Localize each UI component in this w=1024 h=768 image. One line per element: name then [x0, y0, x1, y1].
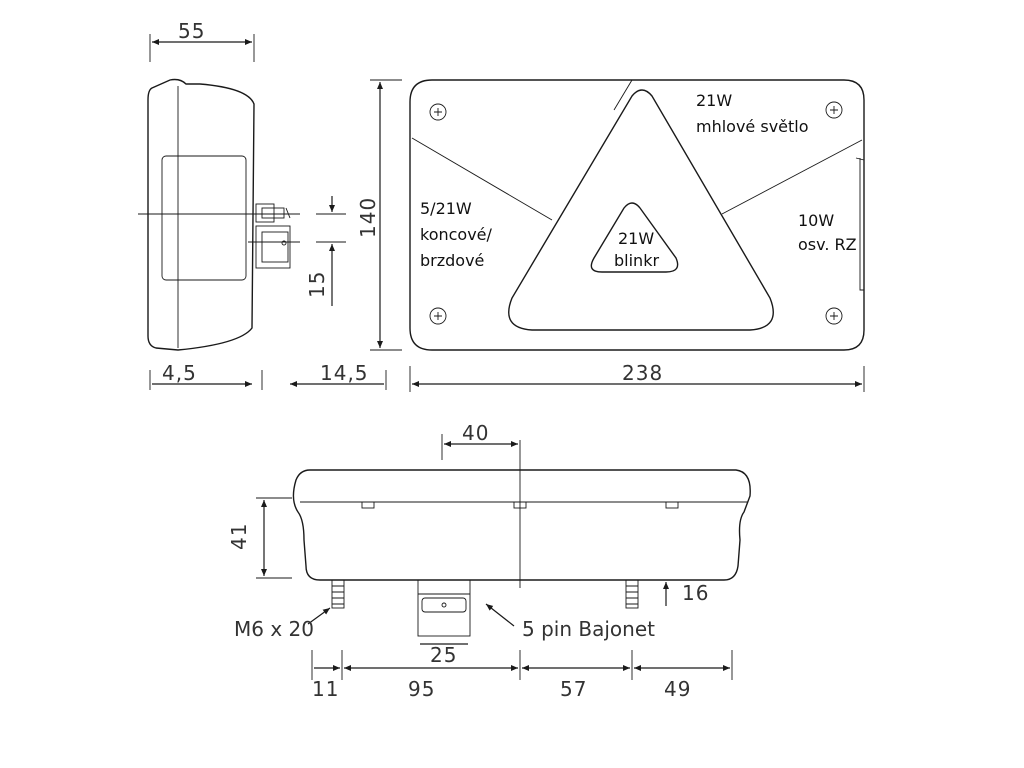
dim-seg-4: 49	[664, 677, 691, 701]
dim-bottom-height: 41	[227, 523, 251, 550]
dim-flange: 4,5	[162, 361, 197, 385]
dim-side-depth: 55	[178, 19, 205, 43]
label-blinker-watt: 21W	[618, 229, 654, 248]
front-view	[409, 79, 865, 351]
dim-center-offset: 40	[462, 421, 489, 445]
bottom-dimensions	[256, 434, 733, 680]
front-dimensions	[409, 366, 865, 392]
label-blinker-name: blinkr	[614, 251, 659, 270]
screw-hole-icon	[429, 101, 843, 325]
label-fog-name: mhlové světlo	[696, 117, 809, 136]
label-tail-name-2: brzdové	[420, 251, 484, 270]
dim-stud-height: 16	[682, 581, 709, 605]
label-tail-name-1: koncové/	[420, 225, 493, 244]
label-fog-watt: 21W	[696, 91, 732, 110]
bottom-view	[292, 440, 751, 637]
label-connector: 5 pin Bajonet	[522, 617, 655, 641]
label-tail-watt: 5/21W	[420, 199, 472, 218]
side-view	[138, 78, 300, 351]
label-reverse-watt: 10W	[798, 211, 834, 230]
dim-seg-1: 11	[312, 677, 339, 701]
dim-seg-3: 57	[560, 677, 587, 701]
stud-bolt-icon	[331, 579, 639, 609]
dim-plug-width: 25	[430, 643, 457, 667]
side-dimensions	[149, 34, 402, 390]
dim-connector-depth: 14,5	[320, 361, 369, 385]
label-stud: M6 x 20	[234, 617, 314, 641]
dim-height: 140	[356, 197, 380, 238]
dim-seg-2: 95	[408, 677, 435, 701]
dim-connector-offset: 15	[305, 271, 329, 298]
label-reverse-name: osv. RZ	[798, 235, 857, 254]
dim-width: 238	[622, 361, 663, 385]
